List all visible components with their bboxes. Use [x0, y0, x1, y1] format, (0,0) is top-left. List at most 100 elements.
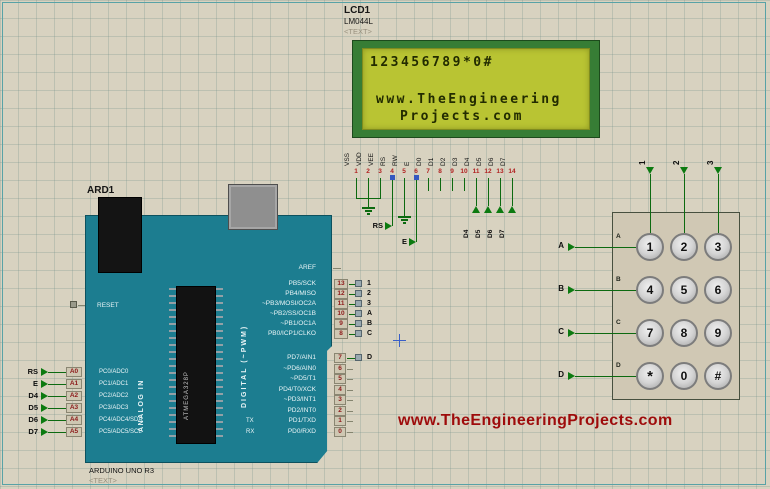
keypad-row-label: D	[558, 370, 564, 379]
lcd-pin-stub	[488, 178, 489, 191]
lcd-pin-name: D5	[476, 157, 483, 166]
pin-number[interactable]: A0	[66, 367, 82, 377]
pin-number[interactable]: 9	[334, 319, 348, 329]
lcd-pin-stub	[476, 178, 477, 191]
pin-number[interactable]: 1	[334, 416, 346, 426]
keypad-button-4[interactable]: 4	[636, 276, 664, 304]
pin-number[interactable]: 7	[334, 353, 346, 363]
terminal-pad	[355, 290, 362, 297]
pin-number[interactable]: 5	[334, 374, 346, 384]
terminal-pad	[355, 300, 362, 307]
lcd-pin-name: D1	[428, 157, 435, 166]
keypad-button-6[interactable]: 6	[704, 276, 732, 304]
net-label: D6	[28, 415, 38, 424]
terminal-icon	[385, 222, 392, 230]
pin-number[interactable]: A1	[66, 379, 82, 389]
lcd-pin-number: 14	[508, 168, 516, 175]
ground-symbol	[365, 210, 372, 212]
pin-number[interactable]: 3	[334, 395, 346, 405]
wire-segment	[684, 212, 685, 233]
wire-segment	[356, 191, 357, 199]
pin-number[interactable]: A2	[66, 391, 82, 401]
lcd-pin-stub	[404, 178, 405, 191]
terminal-icon	[41, 428, 48, 436]
keypad-button-7[interactable]: 7	[636, 319, 664, 347]
keypad-button-3[interactable]: 3	[704, 233, 732, 261]
lcd-pin-number: 2	[366, 168, 370, 175]
pin-number[interactable]: 11	[334, 299, 348, 309]
lcd-display-line3: Projects.com	[400, 109, 524, 124]
lcd-pin-name: D7	[500, 157, 507, 166]
mcu-label: ATMEGA328P	[184, 371, 190, 420]
wire-segment	[718, 212, 719, 233]
net-label-d4: D4	[463, 229, 470, 238]
keypad-button-star[interactable]: *	[636, 362, 664, 390]
pin-label: PD0/RXD	[287, 428, 316, 435]
keypad-button-8[interactable]: 8	[670, 319, 698, 347]
keypad-button-2[interactable]: 2	[670, 233, 698, 261]
analog-section-label: ANALOG IN	[138, 379, 145, 432]
keypad-button-9[interactable]: 9	[704, 319, 732, 347]
pin-label: PD2/INT0	[287, 407, 316, 414]
rx-tag: RX	[246, 429, 255, 435]
ground-symbol	[401, 219, 408, 221]
pin-number[interactable]: 6	[334, 364, 346, 374]
mcu-chip[interactable]	[176, 286, 216, 444]
lcd-screen	[362, 48, 590, 130]
pin-number[interactable]: 8	[334, 329, 348, 339]
lcd-pin-name: VDD	[356, 152, 363, 166]
lcd-pin-name: E	[404, 161, 411, 166]
net-label-e: E	[401, 237, 407, 246]
junction-marker	[390, 175, 395, 180]
lcd-pin-name: D2	[440, 157, 447, 166]
lcd-pin-number: 12	[484, 168, 492, 175]
wire-segment	[575, 290, 612, 291]
wire-segment	[612, 333, 636, 334]
pin-label: ~PB2/SS/OC1B	[269, 310, 316, 317]
lcd-pin-stub	[428, 178, 429, 191]
lcd-pin-stub	[452, 178, 453, 191]
terminal-icon	[41, 416, 48, 424]
keypad-row-print: D	[616, 362, 621, 369]
keypad-row-label: B	[558, 284, 564, 293]
pin-number[interactable]: 0	[334, 427, 346, 437]
keypad-button-5[interactable]: 5	[670, 276, 698, 304]
pin-number[interactable]: 2	[334, 406, 346, 416]
wire-segment	[48, 420, 66, 421]
wire-segment	[48, 384, 66, 385]
terminal-icon	[472, 206, 480, 213]
pin-label: ~PB1/OC1A	[280, 320, 316, 327]
pin-number[interactable]: 12	[334, 289, 348, 299]
keypad-column-label: 2	[672, 160, 681, 165]
pin-number[interactable]: A4	[66, 415, 82, 425]
ground-symbol	[362, 207, 375, 209]
lcd-text-placeholder: <TEXT>	[344, 27, 372, 36]
pin-label: ~PD6/AIN0	[283, 365, 316, 372]
wire-segment	[349, 284, 356, 285]
pin-number[interactable]: 13	[334, 279, 348, 289]
pin-number[interactable]: A3	[66, 403, 82, 413]
pin-label: PC0/ADC0	[99, 369, 129, 375]
terminal-pad	[355, 320, 362, 327]
mcu-pins-right	[216, 288, 223, 442]
wire-segment	[368, 191, 369, 199]
terminal-icon	[41, 380, 48, 388]
pin-label: PB4/MISO	[285, 290, 316, 297]
wire-segment	[650, 174, 651, 212]
lcd-pin-number: 3	[378, 168, 382, 175]
pin-number[interactable]: A5	[66, 427, 82, 437]
pin-number[interactable]: 10	[334, 309, 348, 319]
pin-number[interactable]: 4	[334, 385, 346, 395]
terminal-icon	[568, 286, 575, 294]
wire-segment	[612, 290, 636, 291]
pin-label: PD7/AIN1	[287, 354, 316, 361]
wire-segment	[349, 314, 356, 315]
wire-segment	[48, 372, 66, 373]
pin-label: PC5/ADC5/SCL	[99, 429, 142, 435]
keypad-button-0[interactable]: 0	[670, 362, 698, 390]
net-label: 3	[367, 300, 371, 307]
keypad-button-1[interactable]: 1	[636, 233, 664, 261]
keypad-row-print: C	[616, 319, 621, 326]
keypad-button-hash[interactable]: #	[704, 362, 732, 390]
